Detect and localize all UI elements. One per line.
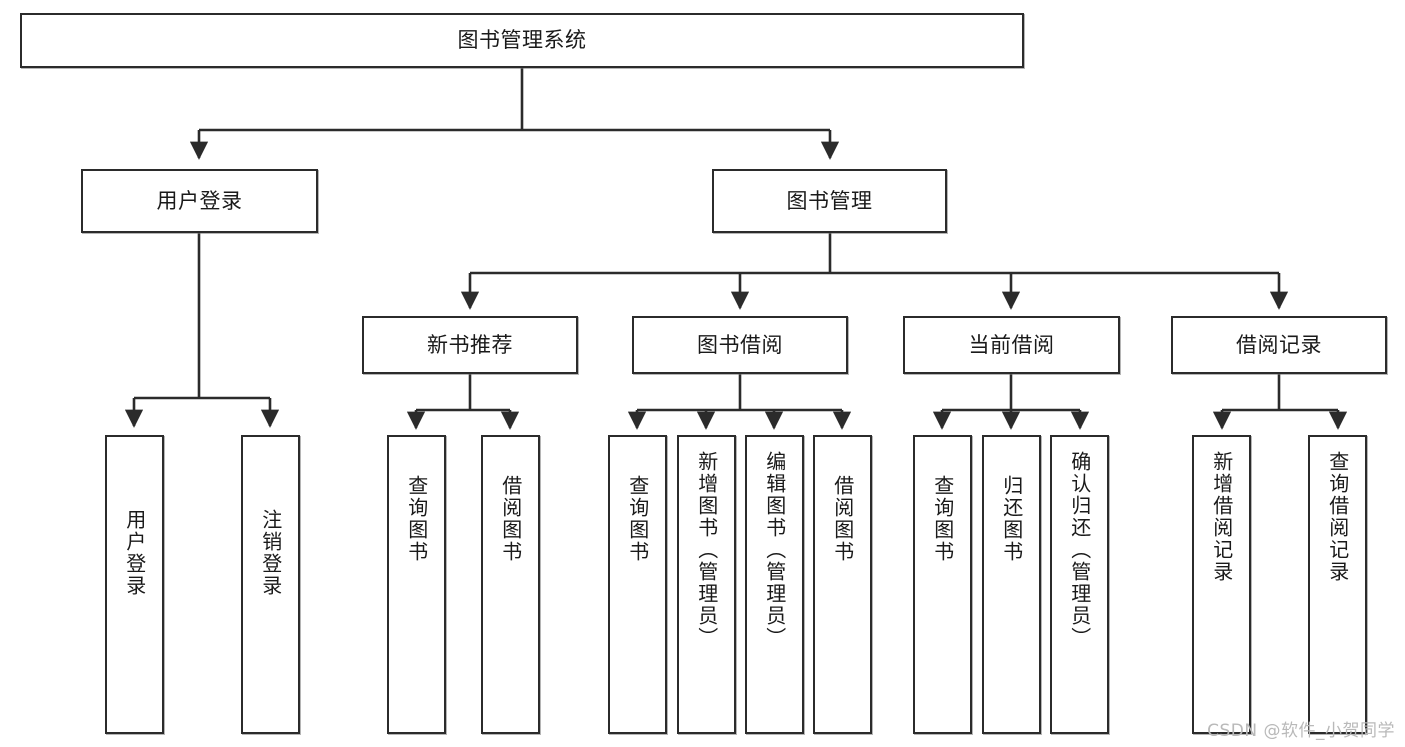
node-leaf-add-book-admin[interactable]: 新增图书（管理员）: [677, 435, 736, 734]
node-label: 图书管理系统: [457, 28, 587, 53]
node-label: 新增借阅记录: [1209, 451, 1234, 583]
node-leaf-logout[interactable]: 注销登录: [241, 435, 300, 734]
node-label: 新增图书（管理员）: [694, 451, 719, 649]
node-label: 借阅记录: [1236, 332, 1322, 357]
node-leaf-add-borrowing-record[interactable]: 新增借阅记录: [1192, 435, 1251, 734]
node-book-borrowing[interactable]: 图书借阅: [632, 316, 848, 374]
node-leaf-query-books-current[interactable]: 查询图书: [913, 435, 972, 734]
node-leaf-query-books-recommendation[interactable]: 查询图书: [387, 435, 446, 734]
node-label: 查询借阅记录: [1325, 451, 1350, 583]
csdn-watermark: CSDN @软件_小贺同学: [1207, 721, 1395, 741]
node-label: 借阅图书: [498, 475, 523, 563]
node-label: 编辑图书（管理员）: [762, 451, 787, 649]
node-leaf-query-borrowing-record[interactable]: 查询借阅记录: [1308, 435, 1367, 734]
node-label: 新书推荐: [427, 332, 513, 357]
node-label: 当前借阅: [968, 332, 1055, 357]
node-label: 注销登录: [258, 509, 283, 597]
node-leaf-borrow-books-recommendation[interactable]: 借阅图书: [481, 435, 540, 734]
node-leaf-edit-book-admin[interactable]: 编辑图书（管理员）: [745, 435, 804, 734]
node-borrowing-records[interactable]: 借阅记录: [1171, 316, 1387, 374]
node-label: 用户登录: [156, 188, 243, 213]
node-leaf-user-login[interactable]: 用户登录: [105, 435, 164, 734]
node-user-login[interactable]: 用户登录: [81, 169, 318, 233]
node-leaf-query-books-borrowing[interactable]: 查询图书: [608, 435, 667, 734]
node-root-library-management-system[interactable]: 图书管理系统: [20, 13, 1024, 68]
node-label: 借阅图书: [830, 475, 855, 563]
node-leaf-confirm-return-admin[interactable]: 确认归还（管理员）: [1050, 435, 1109, 734]
node-leaf-borrow-books-borrowing[interactable]: 借阅图书: [813, 435, 872, 734]
node-label: 查询图书: [930, 475, 955, 563]
node-new-book-recommendation[interactable]: 新书推荐: [362, 316, 578, 374]
node-leaf-return-books[interactable]: 归还图书: [982, 435, 1041, 734]
node-label: 归还图书: [999, 475, 1024, 563]
node-label: 用户登录: [122, 509, 147, 597]
node-label: 图书借阅: [697, 332, 783, 357]
node-label: 查询图书: [625, 475, 650, 563]
node-book-management[interactable]: 图书管理: [712, 169, 947, 233]
node-label: 图书管理: [786, 188, 873, 213]
node-current-borrowing[interactable]: 当前借阅: [903, 316, 1120, 374]
node-label: 查询图书: [404, 475, 429, 563]
node-label: 确认归还（管理员）: [1067, 451, 1092, 649]
